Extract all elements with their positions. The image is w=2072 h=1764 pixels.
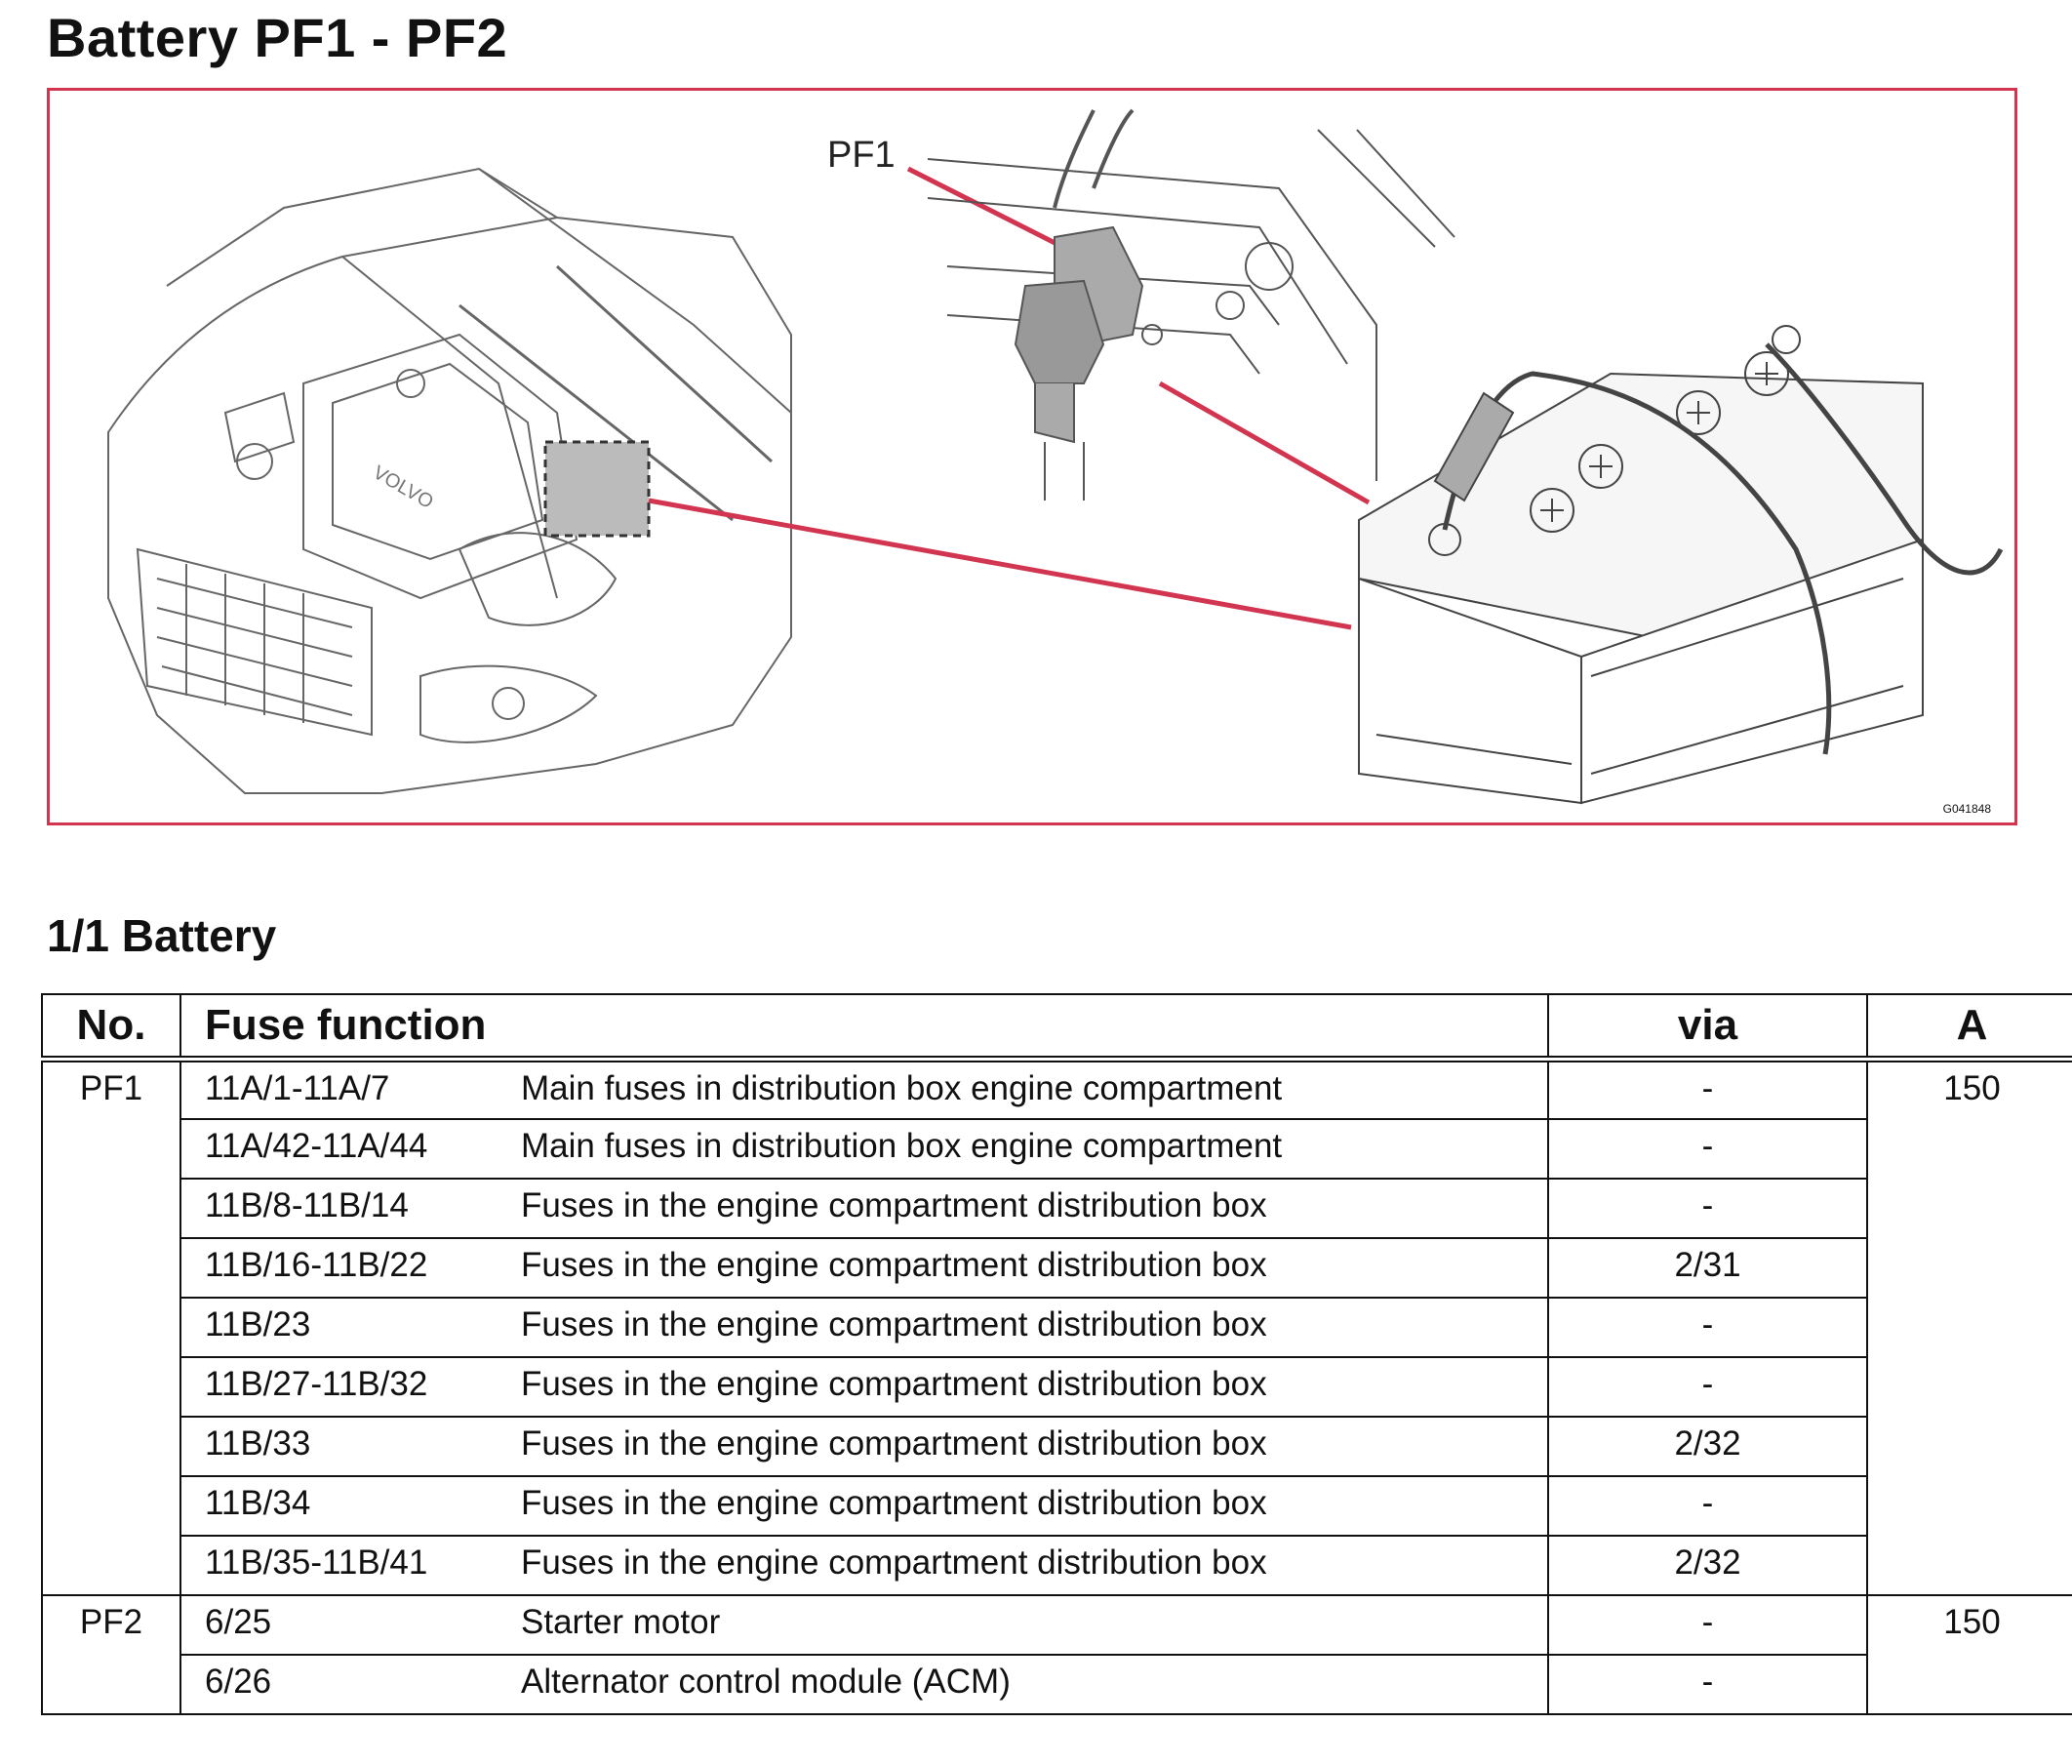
fuse-function-cell: 6/26 Alternator control module (ACM) [179, 1653, 1549, 1715]
fuse-description: Fuses in the engine compartment distribu… [521, 1483, 1267, 1522]
fuse-code: 11B/33 [205, 1423, 311, 1463]
fuse-number: PF2 [41, 1593, 181, 1715]
section-title: 1/1 Battery [47, 910, 277, 961]
pf1-callout-label: PF1 [827, 135, 896, 176]
fuse-function-cell: 11B/35-11B/41 Fuses in the engine compart… [179, 1534, 1549, 1596]
table-row: 11B/34 Fuses in the engine compartment di… [42, 1474, 2072, 1537]
fuse-function-cell: 11B/34 Fuses in the engine compartment di… [179, 1474, 1549, 1537]
fuse-description: Main fuses in distribution box engine co… [521, 1126, 1283, 1165]
fuse-function-cell: 11A/42-11A/44 Main fuses in distribution … [179, 1117, 1549, 1180]
fuse-description: Fuses in the engine compartment distribu… [521, 1364, 1267, 1403]
fuse-code: 11B/16-11B/22 [205, 1245, 428, 1284]
table-row: 6/26 Alternator control module (ACM) - [42, 1653, 2072, 1715]
battery-location-figure: VOLVO PF1 [47, 88, 2017, 825]
fuse-via: 2/32 [1547, 1415, 1868, 1477]
battery-illustration: VOLVO PF1 [107, 108, 2004, 816]
fuse-code: 11A/1-11A/7 [205, 1069, 390, 1107]
table-row: 11A/42-11A/44 Main fuses in distribution … [42, 1117, 2072, 1180]
fuse-description: Fuses in the engine compartment distribu… [521, 1543, 1267, 1582]
battery-highlight-box [543, 440, 651, 538]
fuse-via: - [1547, 1593, 1868, 1656]
fuse-function-cell: 11B/16-11B/22 Fuses in the engine compart… [179, 1236, 1549, 1299]
table-row: 11B/8-11B/14 Fuses in the engine compartm… [42, 1177, 2072, 1239]
fuse-code: 11A/42-11A/44 [205, 1126, 428, 1165]
fuse-via: 2/32 [1547, 1534, 1868, 1596]
fuse-via: - [1547, 1296, 1868, 1358]
fuse-function-cell: 11B/33 Fuses in the engine compartment di… [179, 1415, 1549, 1477]
fuse-function-cell: 11A/1-11A/7 Main fuses in distribution bo… [179, 1058, 1549, 1120]
table-row: 11B/35-11B/41 Fuses in the engine compart… [42, 1534, 2072, 1596]
fuse-holder-drawing [927, 108, 1455, 501]
fuse-description: Main fuses in distribution box engine co… [521, 1069, 1283, 1107]
image-code: G041848 [1943, 802, 1992, 816]
callout-lines [648, 166, 1371, 630]
header-fuse-function: Fuse function [179, 993, 1549, 1062]
fuse-via: 2/31 [1547, 1236, 1868, 1299]
fuse-function-cell: 11B/27-11B/32 Fuses in the engine compart… [179, 1355, 1549, 1418]
fuse-description: Fuses in the engine compartment distribu… [521, 1245, 1267, 1284]
table-row: 11B/23 Fuses in the engine compartment di… [42, 1296, 2072, 1358]
car-engine-bay-drawing: VOLVO [107, 167, 792, 794]
fuse-via: - [1547, 1653, 1868, 1715]
fuse-function-cell: 11B/23 Fuses in the engine compartment di… [179, 1296, 1549, 1358]
engine-logo: VOLVO [370, 461, 437, 513]
battery-drawing [1358, 325, 2004, 805]
table-header-row: No. Fuse function via A [41, 993, 2072, 1062]
fuse-via: - [1547, 1355, 1868, 1418]
page-title: Battery PF1 - PF2 [47, 7, 508, 68]
fuse-code: 11B/27-11B/32 [205, 1364, 428, 1403]
fuse-amps: 150 [1866, 1593, 2072, 1715]
table-row: 11B/33 Fuses in the engine compartment di… [42, 1415, 2072, 1477]
fuse-code: 11B/34 [205, 1483, 311, 1522]
fuse-code: 6/25 [205, 1602, 272, 1641]
header-amps: A [1866, 993, 2072, 1062]
table-row: 11B/27-11B/32 Fuses in the engine compart… [42, 1355, 2072, 1418]
table-row: 11B/16-11B/22 Fuses in the engine compart… [42, 1236, 2072, 1299]
fuse-amps: 150 [1866, 1058, 2072, 1596]
header-via: via [1547, 993, 1868, 1062]
fuse-description: Fuses in the engine compartment distribu… [521, 1304, 1267, 1343]
fuse-via: - [1547, 1058, 1868, 1120]
table-row: PF2 6/25 Starter motor - 150 [41, 1593, 2072, 1715]
fuse-description: Alternator control module (ACM) [521, 1662, 1011, 1701]
fuse-via: - [1547, 1177, 1868, 1239]
fuse-code: 11B/8-11B/14 [205, 1185, 409, 1224]
fuse-function-cell: 6/25 Starter motor [179, 1593, 1549, 1656]
fuse-via: - [1547, 1474, 1868, 1537]
fuse-number: PF1 [41, 1058, 181, 1596]
fuse-description: Starter motor [521, 1602, 721, 1641]
fuse-code: 11B/35-11B/41 [205, 1543, 428, 1582]
fuse-code: 6/26 [205, 1662, 272, 1701]
fuse-code: 11B/23 [205, 1304, 311, 1343]
fuse-via: - [1547, 1117, 1868, 1180]
fuse-function-cell: 11B/8-11B/14 Fuses in the engine compartm… [179, 1177, 1549, 1239]
fuse-description: Fuses in the engine compartment distribu… [521, 1423, 1267, 1463]
fuse-description: Fuses in the engine compartment distribu… [521, 1185, 1267, 1224]
header-no: No. [41, 993, 181, 1062]
